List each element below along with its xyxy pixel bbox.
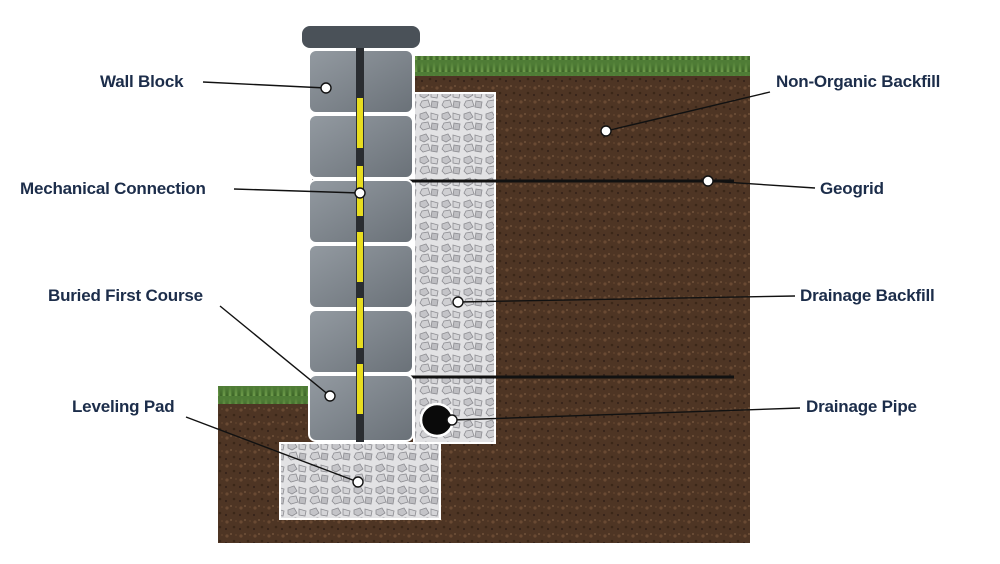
connector-pin (357, 98, 363, 148)
connector-pin (357, 232, 363, 282)
dot-mechanical-connection (354, 187, 366, 199)
label-wall-block: Wall Block (100, 72, 184, 91)
grass-front (218, 386, 308, 404)
connector-pin (357, 364, 363, 414)
leader-buried-first-course (219, 305, 331, 397)
dot-drainage-pipe (446, 414, 458, 426)
label-drainage-pipe: Drainage Pipe (806, 397, 917, 416)
connector-pin (357, 298, 363, 348)
leader-wall-block (202, 81, 327, 89)
dot-drainage-backfill (452, 296, 464, 308)
leader-mechanical-connection (233, 188, 361, 194)
drainage-backfill-zone (413, 92, 496, 444)
label-mechanical-connection: Mechanical Connection (20, 179, 206, 198)
dot-non-organic-backfill (600, 125, 612, 137)
label-leveling-pad: Leveling Pad (72, 397, 175, 416)
leader-geogrid (707, 180, 816, 189)
label-buried-first-course: Buried First Course (48, 286, 203, 305)
mechanical-connectors (356, 48, 364, 442)
dot-leveling-pad (352, 476, 364, 488)
leader-leveling-pad (185, 416, 359, 483)
callout-dots (320, 82, 714, 488)
leader-lines (185, 81, 816, 483)
leader-drainage-pipe (451, 407, 801, 421)
leader-non-organic-backfill (605, 91, 771, 132)
label-drainage-backfill: Drainage Backfill (800, 286, 935, 305)
dot-buried-first-course (324, 390, 336, 402)
label-non-organic-backfill: Non-Organic Backfill (776, 72, 941, 91)
cap-block (302, 26, 420, 48)
dot-wall-block (320, 82, 332, 94)
dot-geogrid (702, 175, 714, 187)
leader-drainage-backfill (457, 295, 796, 303)
grass-top (415, 56, 750, 76)
label-geogrid: Geogrid (820, 179, 884, 198)
